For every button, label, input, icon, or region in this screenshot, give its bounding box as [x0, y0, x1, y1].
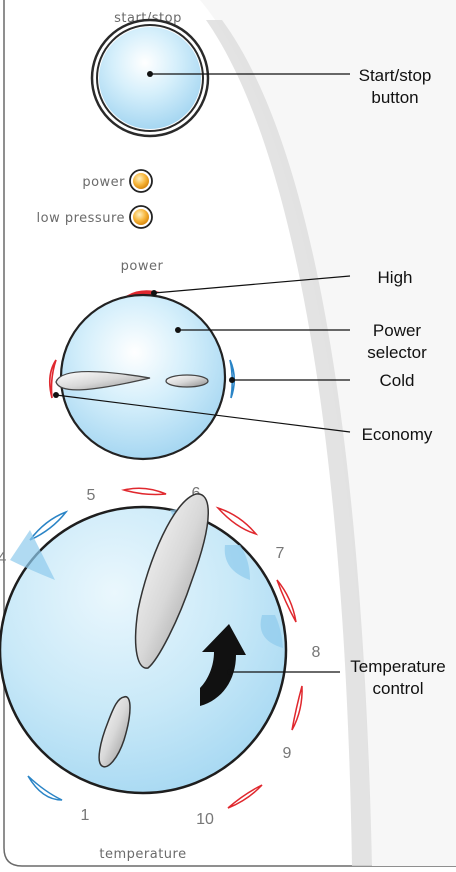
panel-swoosh-edge: [206, 20, 372, 866]
hot-tick-3: [276, 579, 297, 623]
cold-tick-2: [29, 510, 69, 541]
hot-tick-4: [291, 685, 303, 731]
callout-temperature-control-line2: control: [372, 679, 423, 698]
temp-scale-7: 7: [276, 545, 285, 562]
panel-swoosh: [200, 0, 456, 866]
hot-tick-1: [121, 487, 167, 496]
dial-scallop: [260, 615, 283, 648]
economy-mark: [48, 359, 57, 399]
power-dial-label: power: [121, 259, 164, 274]
dial-scallop: [10, 530, 55, 580]
rotation-arrow-icon: [200, 624, 246, 706]
cold-tick-1: [27, 775, 63, 801]
power-selector-tail: [165, 374, 209, 388]
panel-outline: [3, 0, 456, 867]
callout-economy: Economy: [362, 425, 433, 444]
temp-scale-1: 1: [81, 807, 90, 824]
callout-start-stop-line1: Start/stop: [359, 66, 432, 85]
power-selector-pointer: [55, 370, 151, 391]
callout-leaders: [55, 73, 351, 673]
callout-power-selector-line2: selector: [367, 343, 427, 362]
temp-scale-4: 4: [0, 550, 7, 567]
cold-mark: [229, 359, 236, 399]
temp-scale-9: 9: [283, 745, 292, 762]
callout-temperature-control-line1: Temperature: [350, 657, 445, 676]
power-light-label: power: [82, 175, 125, 190]
temp-scale-10: 10: [196, 811, 214, 828]
callout-high: High: [378, 268, 413, 287]
callout-dots: [53, 71, 235, 675]
power-indicator-light: [129, 169, 153, 193]
hot-tick-2: [215, 506, 259, 536]
power-selector-dial[interactable]: [55, 293, 227, 461]
temperature-scale-marks: [27, 487, 303, 809]
temperature-pointer-tail: [98, 696, 131, 768]
temperature-label: temperature: [99, 847, 186, 862]
low-pressure-light-label: low pressure: [37, 211, 125, 226]
callout-cold: Cold: [380, 371, 415, 390]
temp-scale-5: 5: [87, 487, 96, 504]
dial-scallop: [224, 545, 250, 580]
temp-scale-8: 8: [312, 644, 321, 661]
hot-tick-5: [227, 784, 263, 809]
temperature-dial[interactable]: [0, 493, 288, 795]
callout-power-selector-line1: Power: [373, 321, 422, 340]
temperature-pointer: [134, 493, 209, 669]
callout-start-stop-line2: button: [371, 88, 418, 107]
start-stop-button[interactable]: [90, 18, 210, 138]
low-pressure-indicator-light: [129, 205, 153, 229]
